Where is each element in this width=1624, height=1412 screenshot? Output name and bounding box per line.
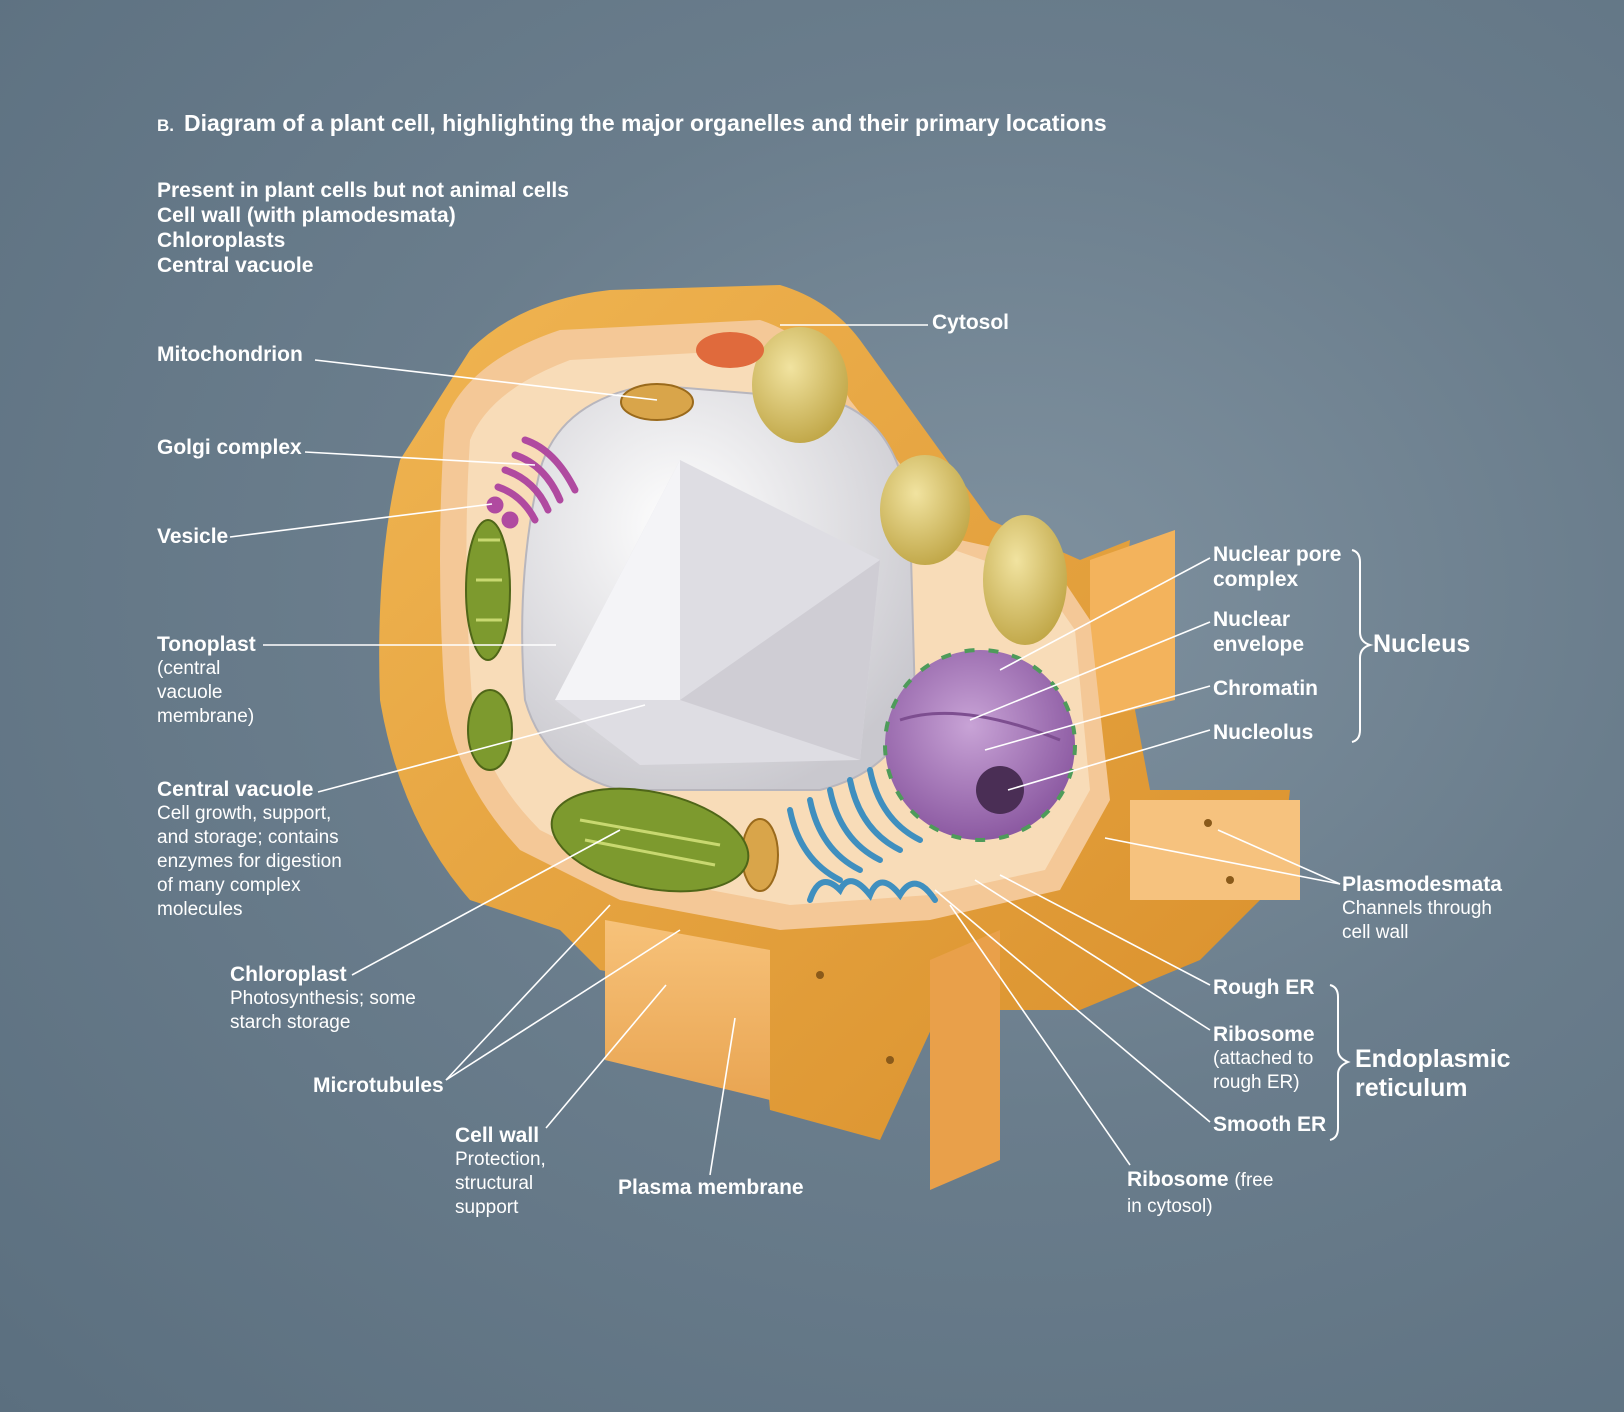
plasmodesmata-dots	[816, 819, 1234, 1064]
label-mitochondrion: Mitochondrion	[157, 342, 303, 367]
central-vacuole-shape	[521, 383, 917, 791]
label-plasma-membrane: Plasma membrane	[618, 1175, 804, 1200]
label-ribosome-free: Ribosome (free in cytosol)	[1127, 1167, 1282, 1219]
plant-only-item-2: Chloroplasts	[157, 229, 286, 252]
central-vacuole-name: Central vacuole	[157, 778, 314, 801]
nucleus-name: Nucleus	[1373, 630, 1471, 658]
chloroplast-shapes	[465, 519, 750, 893]
ribosome-attached-desc: (attached to rough ER)	[1213, 1048, 1314, 1093]
vesicle-name: Vesicle	[157, 525, 229, 548]
plasmodesmata-desc: Channels through cell wall	[1342, 898, 1492, 943]
ribosome-free-desc: (free in cytosol)	[1127, 1170, 1274, 1217]
leader-lines	[229, 324, 1341, 1176]
plant-only-heading: Present in plant cells but not animal ce…	[157, 179, 569, 202]
label-plasmodesmata: Plasmodesmata Channels through cell wall	[1342, 872, 1512, 945]
label-cytosol: Cytosol	[932, 310, 1009, 335]
nuclear-envelope-name: Nuclear envelope	[1213, 608, 1305, 656]
rough-er-name: Rough ER	[1213, 976, 1315, 999]
label-golgi: Golgi complex	[157, 435, 302, 460]
er-brace	[1329, 984, 1351, 1141]
label-chromatin: Chromatin	[1213, 676, 1318, 701]
label-ribosome-attached: Ribosome (attached to rough ER)	[1213, 1022, 1328, 1095]
label-smooth-er: Smooth ER	[1213, 1112, 1326, 1137]
plant-only-box: Present in plant cells but not animal ce…	[157, 178, 569, 278]
golgi-name: Golgi complex	[157, 436, 302, 459]
chromatin-name: Chromatin	[1213, 677, 1318, 700]
plasmodesmata-name: Plasmodesmata	[1342, 873, 1502, 896]
nucleolus-name: Nucleolus	[1213, 721, 1314, 744]
chloroplast-name: Chloroplast	[230, 963, 347, 986]
smooth-er-name: Smooth ER	[1213, 1113, 1327, 1136]
microtubules-name: Microtubules	[313, 1074, 444, 1097]
er-shapes	[787, 767, 938, 903]
nucleus-brace	[1351, 549, 1374, 743]
er-name: Endoplasmic reticulum	[1355, 1045, 1511, 1102]
label-central-vacuole: Central vacuole Cell growth, support, an…	[157, 777, 357, 922]
label-rough-er: Rough ER	[1213, 975, 1314, 1000]
figure-tag: B.	[157, 116, 174, 135]
label-endoplasmic-reticulum: Endoplasmic reticulum	[1355, 1045, 1515, 1103]
cytosol-name: Cytosol	[932, 311, 1010, 334]
label-nucleus: Nucleus	[1373, 630, 1470, 659]
nuclear-pore-name: Nuclear pore complex	[1213, 543, 1342, 591]
label-nucleolus: Nucleolus	[1213, 720, 1313, 745]
mitochondrion-name: Mitochondrion	[157, 343, 303, 366]
tonoplast-desc: (central vacuole membrane)	[157, 658, 255, 727]
label-vesicle: Vesicle	[157, 524, 228, 549]
plant-only-item-3: Central vacuole	[157, 254, 314, 277]
cell-wall-name: Cell wall	[455, 1124, 540, 1147]
label-tonoplast: Tonoplast (central vacuole membrane)	[157, 632, 257, 729]
tonoplast-name: Tonoplast	[157, 633, 256, 656]
figure-title: B. Diagram of a plant cell, highlighting …	[157, 110, 1107, 137]
ribosome-free-name: Ribosome	[1127, 1168, 1229, 1191]
figure-title-text: Diagram of a plant cell, highlighting th…	[184, 110, 1107, 136]
plasma-membrane-name: Plasma membrane	[618, 1176, 804, 1199]
label-microtubules: Microtubules	[313, 1073, 444, 1098]
storage-organelles	[752, 327, 1067, 645]
plant-only-item-1: Cell wall (with plamodesmata)	[157, 204, 456, 227]
label-chloroplast: Chloroplast Photosynthesis; some starch …	[230, 962, 430, 1035]
chloroplast-desc: Photosynthesis; some starch storage	[230, 988, 416, 1033]
label-nuclear-pore: Nuclear pore complex	[1213, 542, 1348, 592]
label-cell-wall: Cell wall Protection, structural support	[455, 1123, 560, 1220]
central-vacuole-desc: Cell growth, support, and storage; conta…	[157, 803, 342, 920]
nucleus-shape	[883, 648, 1077, 842]
label-nuclear-envelope: Nuclear envelope	[1213, 607, 1323, 657]
ribosome-attached-name: Ribosome	[1213, 1023, 1315, 1046]
golgi-shape	[486, 436, 579, 529]
cell-wall-desc: Protection, structural support	[455, 1149, 546, 1218]
